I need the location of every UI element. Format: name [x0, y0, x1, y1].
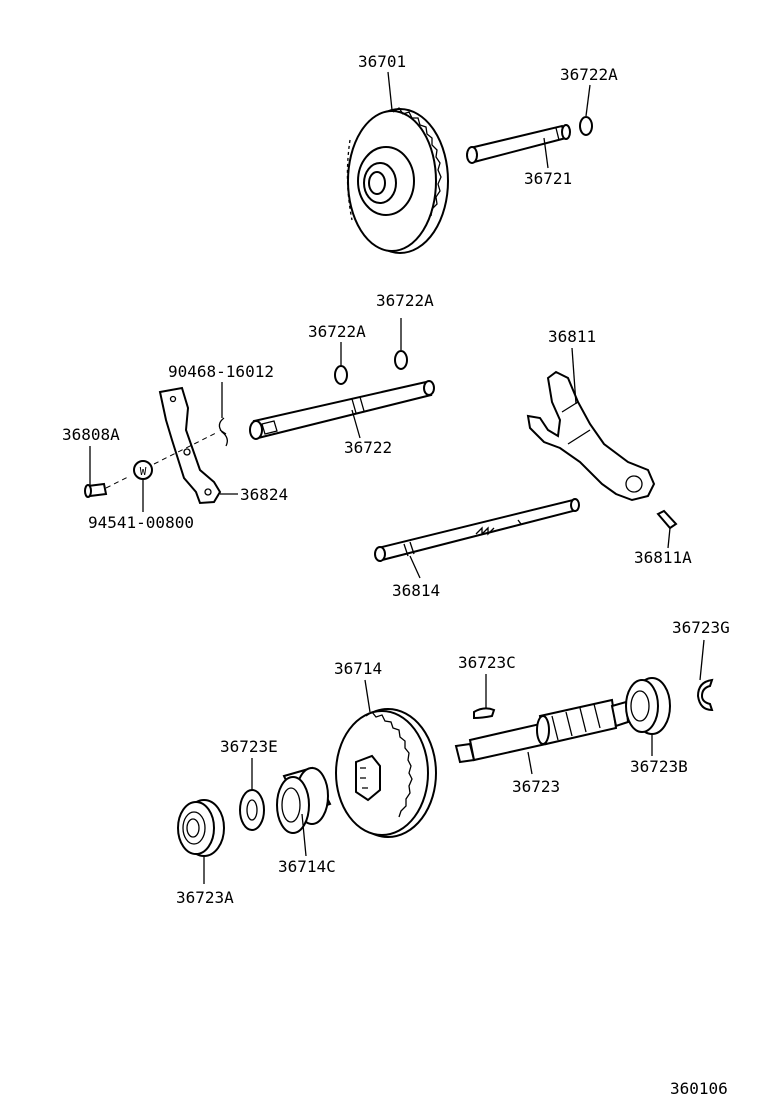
washer-94541-drawing: W [133, 460, 153, 480]
washer-36723E-drawing [239, 789, 265, 831]
ring-36722A-b-drawing [394, 350, 408, 370]
clip-90468-drawing [218, 417, 228, 447]
label-36721: 36721 [524, 169, 572, 188]
gear-36714-drawing [335, 708, 437, 838]
label-36723G: 36723G [672, 618, 730, 637]
label-90468-16012: 90468-16012 [168, 362, 274, 381]
label-94541-00800: 94541-00800 [88, 513, 194, 532]
part-labels: 36701 36722A 36721 36722A 36722A 90468-1… [62, 52, 730, 1098]
label-36814: 36814 [392, 581, 440, 600]
ring-36722A-a-drawing [334, 365, 348, 385]
label-36722A-a: 36722A [308, 322, 366, 341]
shaft-36814-drawing [374, 498, 580, 562]
label-36701: 36701 [358, 52, 406, 71]
label-36723: 36723 [512, 777, 560, 796]
label-36722: 36722 [344, 438, 392, 457]
bearing-36723B-drawing [625, 677, 671, 735]
label-36723B: 36723B [630, 757, 688, 776]
label-36723A: 36723A [176, 888, 234, 907]
shaft-36723-drawing [454, 698, 630, 764]
label-36808A: 36808A [62, 425, 120, 444]
snap-ring-36723G-drawing [696, 678, 714, 712]
pin-36721-drawing [466, 124, 571, 164]
label-36811A: 36811A [634, 548, 692, 567]
label-36714C: 36714C [278, 857, 336, 876]
key-36723C-drawing [473, 707, 496, 720]
bolt-36808A-drawing [84, 482, 108, 498]
diagram-code: 360106 [670, 1079, 728, 1098]
label-36722A-top: 36722A [560, 65, 618, 84]
fork-36811-drawing [526, 370, 656, 502]
label-36824: 36824 [240, 485, 288, 504]
bushing-36714C-drawing [276, 766, 332, 834]
label-36722A-b: 36722A [376, 291, 434, 310]
label-36714: 36714 [334, 659, 382, 678]
leader-lines [89, 71, 705, 884]
pin-36811A-drawing [656, 509, 678, 530]
washer-mark: W [140, 465, 147, 478]
ring-36722A-top-drawing [579, 116, 593, 136]
bearing-36723A-drawing [177, 799, 225, 857]
gear-36701-drawing [346, 107, 449, 254]
label-36723C: 36723C [458, 653, 516, 672]
label-36811: 36811 [548, 327, 596, 346]
label-36723E: 36723E [220, 737, 278, 756]
shaft-36722-drawing [249, 380, 435, 440]
assembly-guide-line [105, 431, 219, 489]
